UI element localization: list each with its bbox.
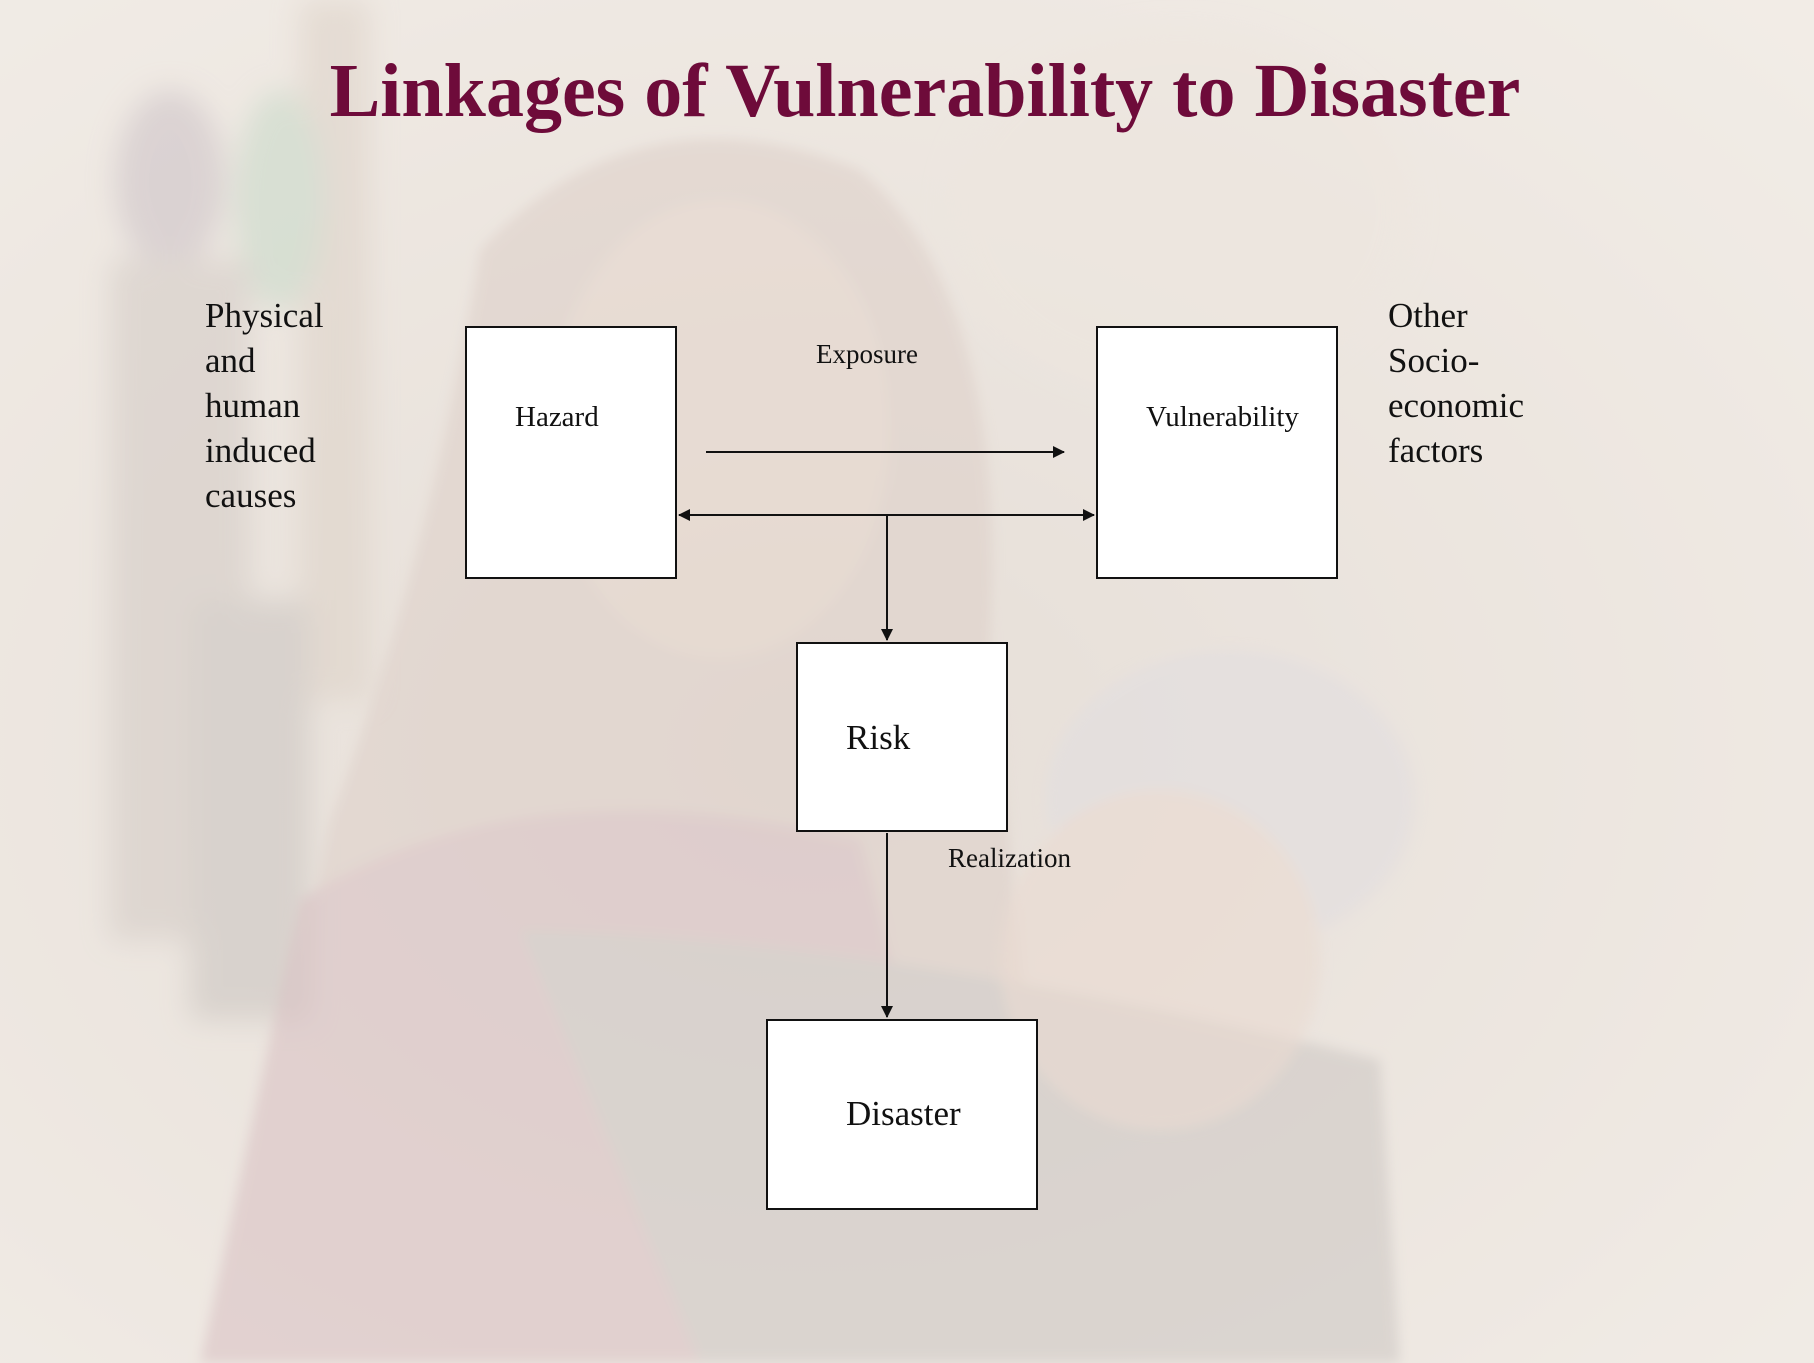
note-line: induced: [205, 431, 316, 470]
note-line: human: [205, 386, 301, 425]
note-line: factors: [1388, 431, 1484, 470]
risk-box: [796, 642, 1008, 832]
disaster-box: [766, 1019, 1038, 1210]
note-line: and: [205, 341, 256, 380]
realization-label: Realization: [948, 843, 1071, 873]
note-line: Socio-: [1388, 341, 1480, 380]
note-line: Other: [1388, 296, 1468, 335]
socio-economic-factors-note: Other Socio- economic factors: [1388, 293, 1588, 473]
note-line: causes: [205, 476, 297, 515]
hazard-label: Hazard: [515, 401, 599, 433]
disaster-label: Disaster: [846, 1094, 961, 1133]
exposure-label: Exposure: [816, 339, 918, 369]
physical-causes-note: Physical and human induced causes: [205, 293, 375, 518]
slide-title: Linkages of Vulnerability to Disaster: [329, 49, 1521, 133]
risk-label: Risk: [846, 718, 911, 757]
vulnerability-label: Vulnerability: [1146, 401, 1299, 433]
hazard-box: [465, 326, 677, 579]
vulnerability-box: [1096, 326, 1338, 579]
note-line: economic: [1388, 386, 1525, 425]
note-line: Physical: [205, 296, 324, 335]
